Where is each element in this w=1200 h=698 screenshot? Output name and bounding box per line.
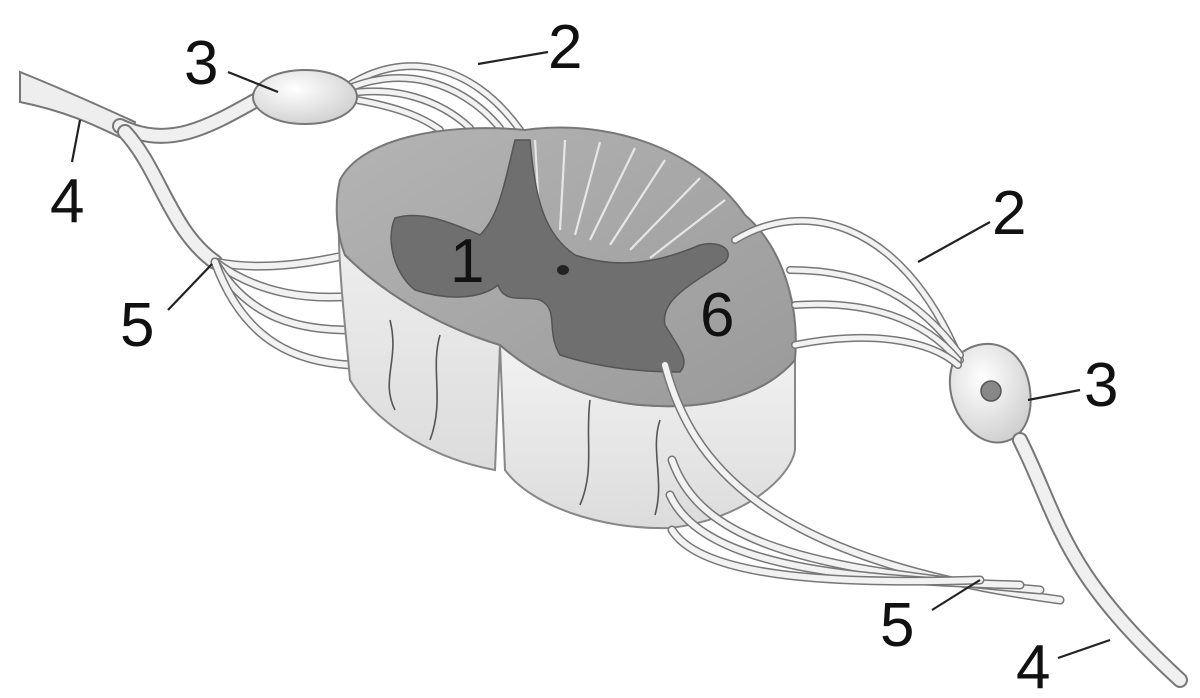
leader-4-left bbox=[70, 119, 82, 163]
leader-lines bbox=[70, 50, 1111, 660]
left-spinal-nerve bbox=[19, 70, 268, 270]
label-ventral-root-left: 5 bbox=[120, 291, 154, 360]
left-dorsal-root-ganglion bbox=[252, 69, 358, 125]
label-dorsal-root-right: 2 bbox=[992, 179, 1026, 248]
left-dorsal-rootlets bbox=[341, 62, 524, 134]
central-canal bbox=[557, 265, 569, 275]
right-spinal-nerve bbox=[1012, 432, 1188, 688]
left-ventral-rootlets bbox=[210, 233, 420, 370]
label-ventral-root-right: 5 bbox=[880, 591, 914, 660]
leader-2-top bbox=[477, 50, 549, 66]
right-ventral-rootlets bbox=[660, 360, 1065, 605]
leader-3-right bbox=[1027, 388, 1081, 402]
leader-4-right bbox=[1057, 638, 1111, 660]
grey-matter bbox=[390, 139, 729, 373]
label-white-matter: 6 bbox=[700, 281, 734, 350]
leader-5-left bbox=[167, 263, 213, 311]
right-dorsal-root-ganglion bbox=[948, 342, 1032, 444]
label-ganglion-left: 3 bbox=[184, 29, 218, 98]
label-spinal-nerve-left: 4 bbox=[50, 167, 84, 236]
label-ganglion-right: 3 bbox=[1084, 351, 1118, 420]
label-spinal-nerve-right: 4 bbox=[1016, 633, 1050, 698]
label-grey-matter: 1 bbox=[450, 227, 484, 296]
leader-3-left bbox=[227, 70, 279, 94]
callout-labels: 1 2 2 3 3 4 4 5 5 6 bbox=[50, 13, 1118, 698]
spinal-cord-segment bbox=[335, 126, 797, 530]
label-dorsal-root-top: 2 bbox=[548, 13, 582, 82]
leader-5-right bbox=[931, 579, 981, 611]
right-dorsal-rootlets bbox=[731, 216, 964, 369]
leader-2-right bbox=[917, 221, 991, 263]
